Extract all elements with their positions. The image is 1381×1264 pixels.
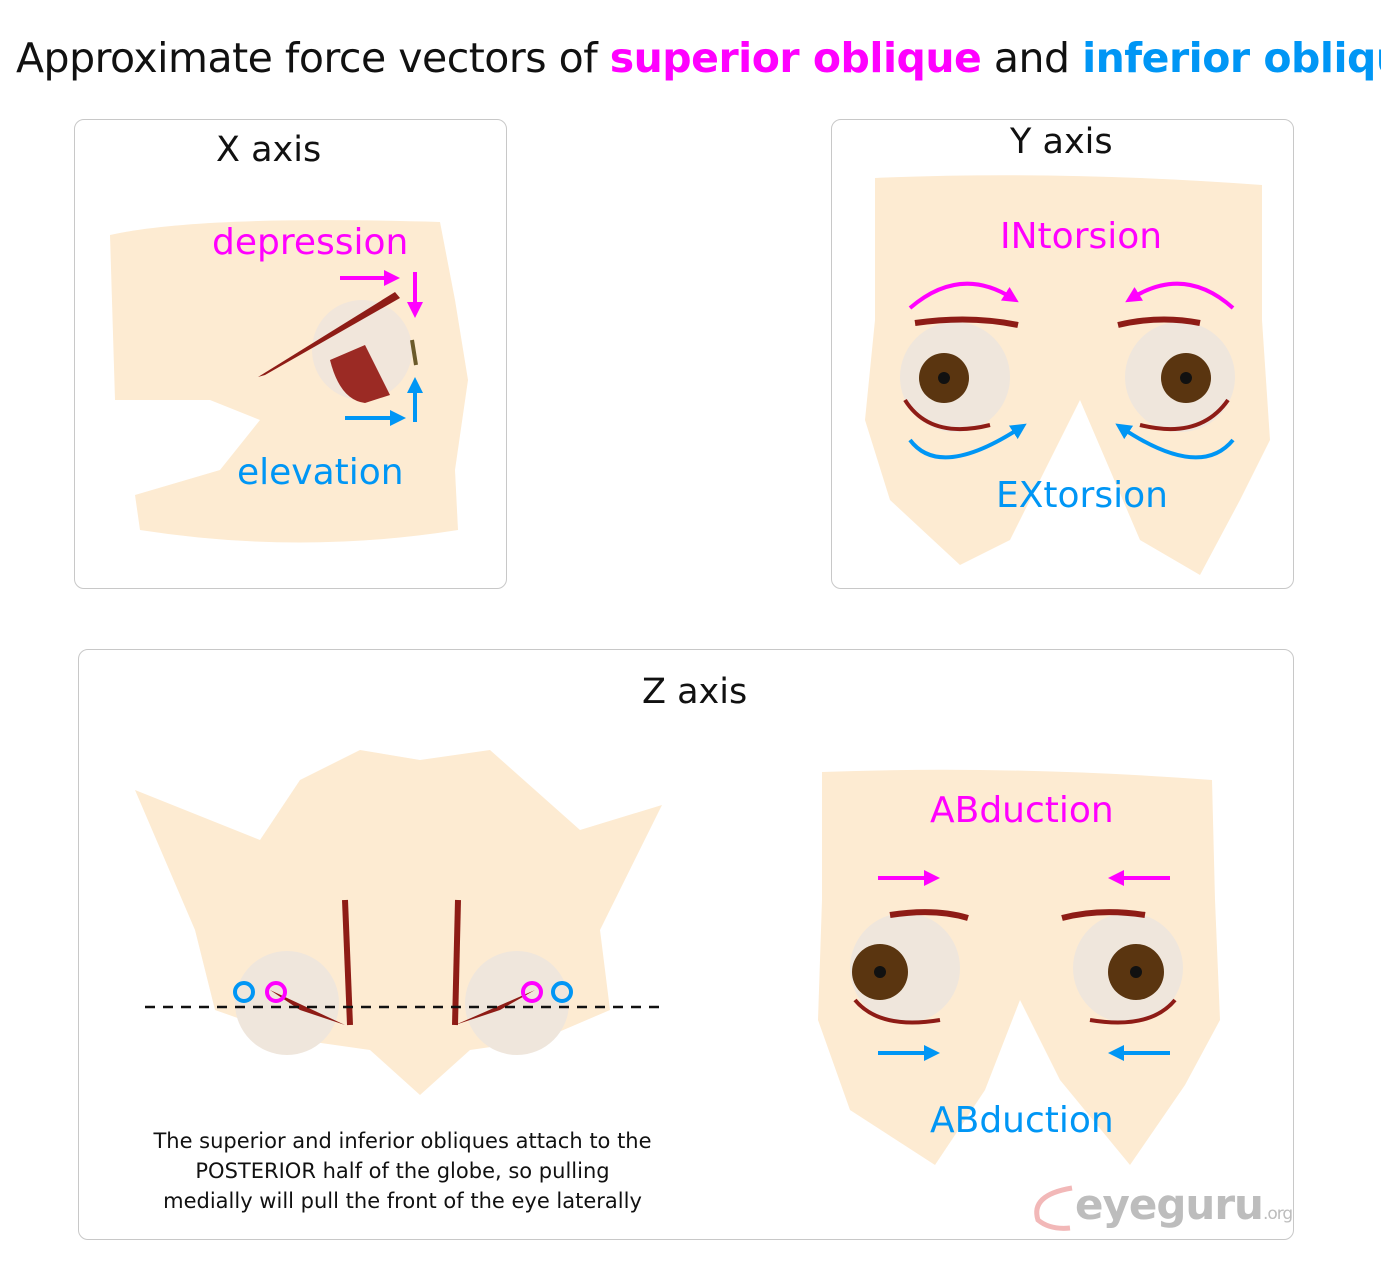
logo-suffix: .org — [1262, 1204, 1293, 1224]
logo-name: eyeguru — [1075, 1180, 1264, 1229]
z-axis-arrows — [878, 870, 1170, 1061]
x-axis-title: X axis — [216, 130, 322, 170]
y-axis-arrows — [908, 281, 1235, 460]
eyeguru-logo: eyeguru.org — [1075, 1180, 1293, 1229]
extorsion-label: EXtorsion — [996, 475, 1168, 516]
elevation-label: elevation — [237, 452, 404, 493]
note-line: medially will pull the front of the eye … — [163, 1189, 642, 1213]
title-superior-oblique: superior oblique — [609, 34, 982, 82]
y-axis-title: Y axis — [1010, 122, 1113, 162]
inferior-abduction-label: ABduction — [930, 1100, 1114, 1141]
superior-skull-illustration — [135, 750, 665, 1095]
title-prefix: Approximate force vectors of — [16, 34, 610, 82]
logo-swoosh-icon — [1034, 1185, 1073, 1231]
z-axis-title: Z axis — [642, 672, 748, 712]
note-line: POSTERIOR half of the globe, so pulling — [195, 1159, 610, 1183]
lateral-skull-illustration — [110, 220, 468, 543]
superior-abduction-label: ABduction — [930, 790, 1114, 831]
x-axis-arrows — [340, 270, 423, 426]
depression-label: depression — [212, 222, 409, 263]
frontal-skull-illustration-z — [818, 769, 1220, 1165]
note-line: The superior and inferior obliques attac… — [153, 1129, 652, 1153]
explanation-note: The superior and inferior obliques attac… — [140, 1126, 665, 1216]
main-title: Approximate force vectors of superior ob… — [16, 34, 1381, 82]
title-inferior-oblique: inferior oblique — [1082, 34, 1381, 82]
title-middle: and — [981, 34, 1083, 82]
frontal-skull-illustration-y — [865, 175, 1270, 575]
intorsion-label: INtorsion — [1000, 216, 1163, 257]
